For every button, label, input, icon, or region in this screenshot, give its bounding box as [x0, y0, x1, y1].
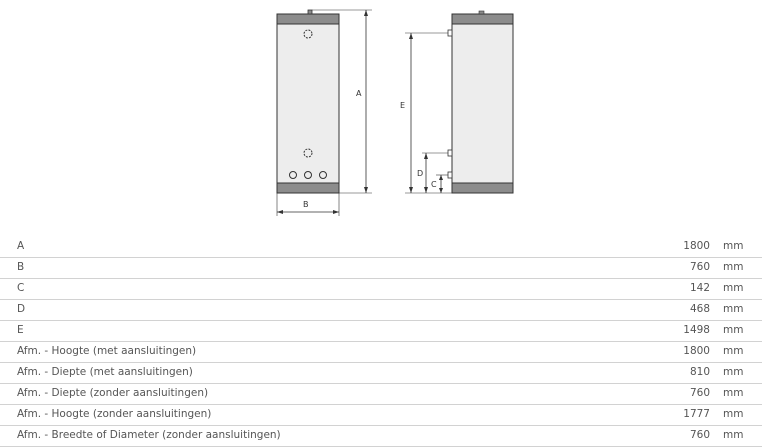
dim-label-d: D — [417, 169, 423, 178]
spec-row: E 1498 mm — [0, 321, 762, 342]
spec-unit: mm — [723, 366, 744, 378]
spec-label: D — [17, 303, 26, 315]
upper-connection-port — [303, 29, 313, 39]
dim-label-e: E — [400, 101, 405, 110]
side-bottom-cap — [451, 182, 514, 194]
spec-label: E — [17, 324, 24, 336]
spec-unit: mm — [723, 387, 744, 399]
lower-port-2 — [304, 171, 312, 179]
spec-unit: mm — [723, 429, 744, 441]
spec-row: D 468 mm — [0, 300, 762, 321]
spec-row: Afm. - Hoogte (zonder aansluitingen) 1777… — [0, 405, 762, 426]
spec-unit: mm — [723, 282, 744, 294]
spec-value: 468 — [689, 303, 710, 315]
middle-connection-port — [303, 148, 313, 158]
front-body — [276, 13, 340, 194]
spec-label: Afm. - Breedte of Diameter (zonder aansl… — [17, 429, 281, 441]
spec-label: C — [17, 282, 25, 294]
dimension-drawing: A B E D C — [276, 9, 514, 216]
spec-row: Afm. - Diepte (zonder aansluitingen) 760 m… — [0, 384, 762, 405]
front-view — [276, 9, 340, 194]
spec-unit: mm — [723, 303, 744, 315]
spec-value: 1800 — [683, 345, 710, 357]
dim-label-a: A — [356, 89, 362, 98]
spec-value: 760 — [689, 387, 710, 399]
spec-label: Afm. - Diepte (met aansluitingen) — [17, 366, 193, 378]
spec-label: Afm. - Hoogte (zonder aansluitingen) — [17, 408, 212, 420]
front-bottom-cap — [276, 182, 340, 194]
side-body — [451, 13, 514, 194]
spec-value: 760 — [689, 261, 710, 273]
spec-value: 1777 — [683, 408, 710, 420]
spec-label: A — [17, 240, 25, 252]
spec-value: 1498 — [683, 324, 710, 336]
spec-label: Afm. - Hoogte (met aansluitingen) — [17, 345, 197, 357]
spec-label: B — [17, 261, 25, 273]
dim-label-b: B — [303, 200, 309, 209]
spec-unit: mm — [723, 345, 744, 357]
dimension-b: B — [276, 193, 340, 216]
spec-value: 810 — [689, 366, 710, 378]
lower-port-3 — [319, 171, 327, 179]
spec-value: 142 — [689, 282, 710, 294]
spec-row: A 1800 mm — [0, 237, 762, 258]
spec-unit: mm — [723, 261, 744, 273]
side-view — [447, 10, 514, 194]
front-top-connector — [307, 9, 313, 15]
dimension-a: A — [312, 9, 372, 194]
spec-unit: mm — [723, 324, 744, 336]
spec-value: 760 — [689, 429, 710, 441]
side-lower-stub — [447, 171, 453, 179]
spec-row: Afm. - Breedte of Diameter (zonder aansl… — [0, 426, 762, 447]
dim-label-c: C — [431, 180, 437, 189]
side-top-connector — [478, 10, 485, 15]
spec-unit: mm — [723, 408, 744, 420]
spec-row: Afm. - Diepte (met aansluitingen) 810 mm — [0, 363, 762, 384]
side-upper-stub — [447, 29, 453, 37]
side-middle-stub — [447, 149, 453, 157]
lower-port-1 — [289, 171, 297, 179]
spec-row: B 760 mm — [0, 258, 762, 279]
spec-value: 1800 — [683, 240, 710, 252]
dimension-e: E — [400, 32, 452, 194]
side-top-cap — [451, 13, 514, 25]
front-top-cap — [276, 13, 340, 25]
spec-row: C 142 mm — [0, 279, 762, 300]
dimension-d: D — [417, 152, 448, 193]
spec-unit: mm — [723, 240, 744, 252]
spec-label: Afm. - Diepte (zonder aansluitingen) — [17, 387, 209, 399]
dimension-c: C — [431, 174, 448, 193]
spec-row: Afm. - Hoogte (met aansluitingen) 1800 mm — [0, 342, 762, 363]
